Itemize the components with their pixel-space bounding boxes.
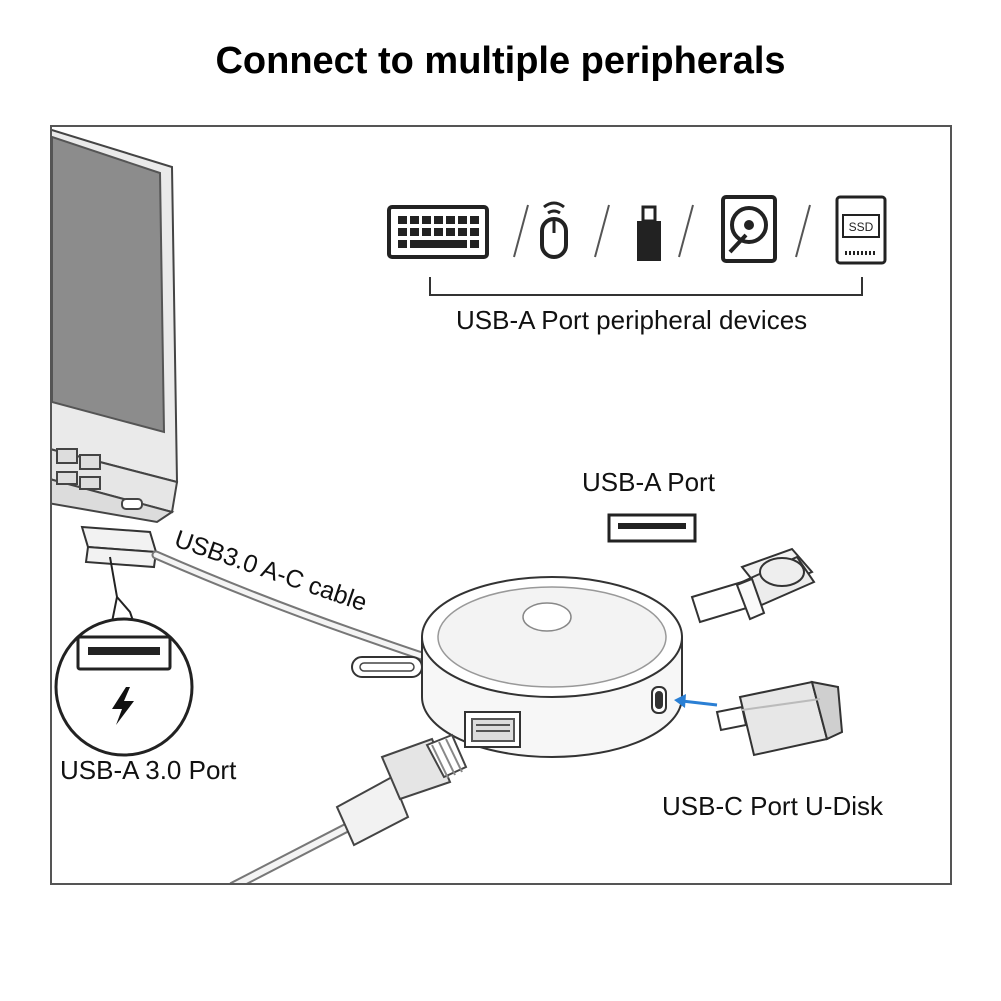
usb-c-udisk-label: USB-C Port U-Disk	[662, 791, 884, 821]
usb-a-plug	[80, 525, 158, 569]
usb-a-30-port-label: USB-A 3.0 Port	[60, 755, 237, 785]
usb-a-port-label: USB-A Port	[582, 467, 715, 497]
ssd-icon-label: SSD	[849, 220, 874, 234]
separator	[678, 204, 694, 258]
separator	[594, 204, 610, 258]
insert-arrow	[674, 694, 718, 708]
keyboard-icon	[387, 205, 489, 259]
usb-a-port-icon	[607, 513, 697, 543]
page-title: Connect to multiple peripherals	[215, 40, 786, 82]
usb-c-udisk	[715, 680, 844, 757]
peripheral-devices-label: USB-A Port peripheral devices	[456, 305, 808, 335]
usb-a-30-callout	[54, 617, 194, 757]
separator	[795, 204, 811, 258]
ethernet-cable	[229, 733, 468, 883]
diagram-canvas: SSD	[52, 129, 887, 883]
usb-drive-icon	[637, 205, 661, 261]
hard-disk-icon	[721, 195, 777, 263]
laptop-illustration	[52, 129, 179, 524]
ssd-icon: SSD	[835, 195, 887, 265]
mouse-icon	[540, 201, 568, 259]
diagram-frame: SSD USB-A Port peripheral devices USB3.0…	[50, 125, 952, 885]
separator	[513, 204, 529, 258]
usb-flash-drive	[690, 547, 816, 624]
usb-hub	[421, 576, 683, 758]
devices-bracket	[429, 277, 863, 296]
